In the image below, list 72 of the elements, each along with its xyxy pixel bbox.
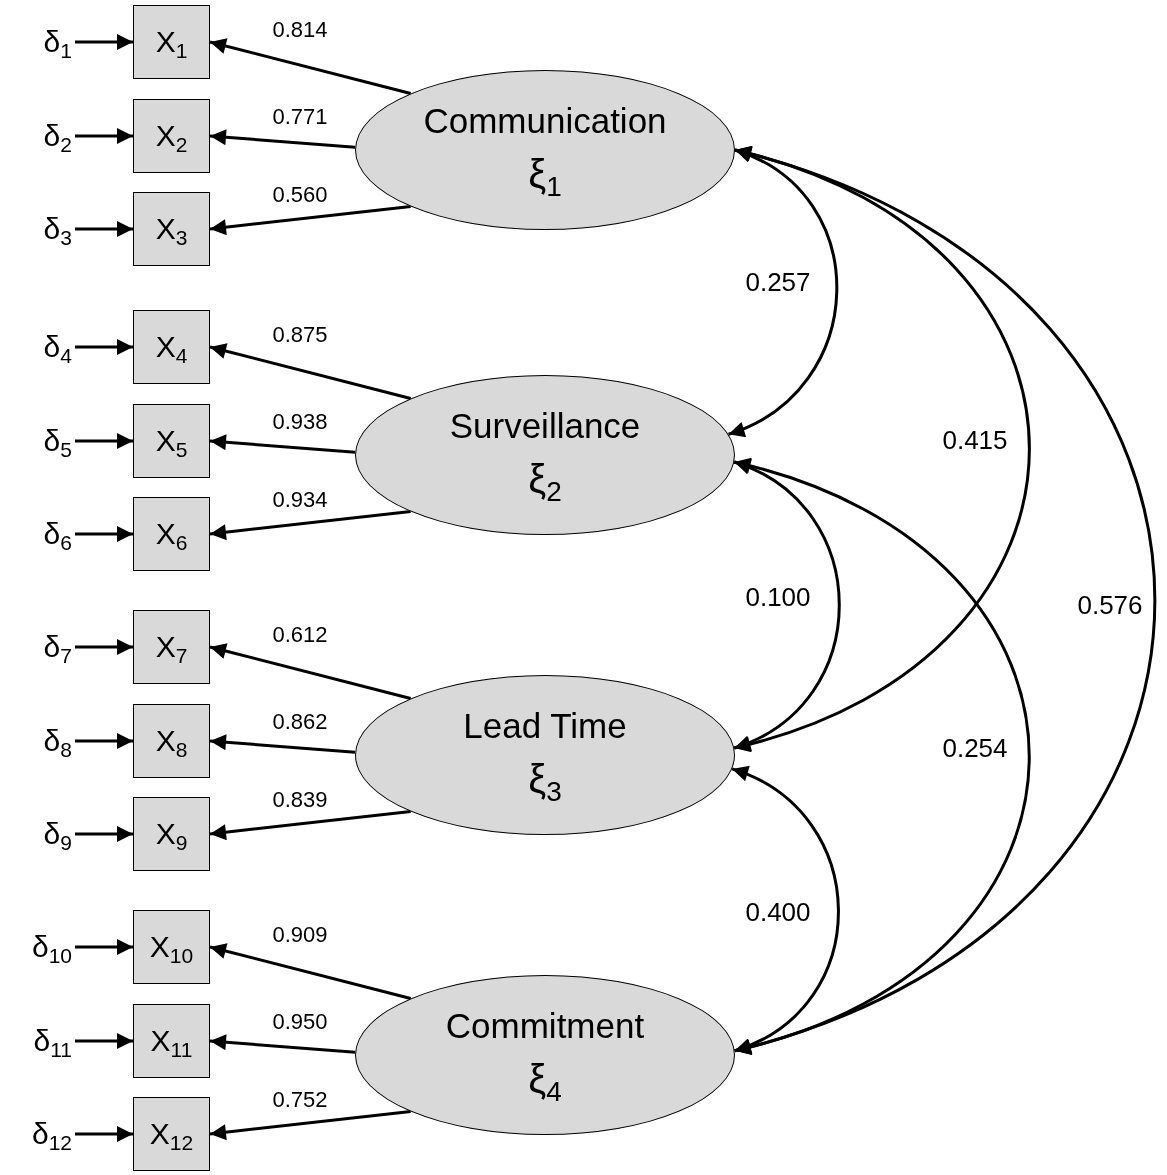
arrow <box>75 733 133 749</box>
error-term-label: δ$_{9}$ <box>43 817 72 851</box>
error-term-label: δ$_{10}$ <box>31 930 72 964</box>
error-term-label: δ$_{7}$ <box>43 630 72 664</box>
variable-label: X$_{1}$ <box>155 25 188 59</box>
arrow <box>75 639 133 655</box>
variable-label: X$_{12}$ <box>149 1117 194 1151</box>
observed-variable-box <box>133 1097 210 1171</box>
error-term-label: δ$_{3}$ <box>43 212 72 246</box>
variable-label: X$_{7}$ <box>155 630 188 664</box>
variable-label: X$_{4}$ <box>155 330 188 364</box>
variable-label: Commitment <box>445 1006 645 1046</box>
variable-label: X$_{10}$ <box>149 930 194 964</box>
error-term-label: δ$_{5}$ <box>43 424 72 458</box>
error-term-label: δ$_{12}$ <box>31 1117 72 1151</box>
observed-variable-box <box>133 404 210 478</box>
variable-symbol: ξ$_{4}$ <box>528 1056 562 1104</box>
observed-variable-box <box>133 5 210 79</box>
variable-label: Lead Time <box>463 706 627 746</box>
arrow <box>75 826 133 842</box>
arrow <box>209 810 411 841</box>
arrow <box>209 734 356 754</box>
variable-label: X$_{5}$ <box>155 424 188 458</box>
arrow <box>733 459 1031 1054</box>
arrow <box>75 526 133 542</box>
arrow <box>75 1126 133 1142</box>
arrow <box>209 643 411 700</box>
variable-label: X$_{3}$ <box>155 212 188 246</box>
arrow <box>209 38 411 95</box>
arrow <box>75 128 133 144</box>
arrow <box>75 939 133 955</box>
variable-label: X$_{6}$ <box>155 517 188 551</box>
observed-variable-box <box>133 192 210 266</box>
observed-variable-box <box>133 1004 210 1078</box>
arrow <box>209 343 411 400</box>
arrow <box>209 205 411 236</box>
error-term-label: δ$_{11}$ <box>33 1024 72 1058</box>
arrow <box>209 510 411 541</box>
variable-label: Communication <box>423 101 667 141</box>
arrow <box>75 34 133 50</box>
arrow <box>727 148 839 436</box>
arrow <box>731 767 840 1053</box>
error-term-label: δ$_{6}$ <box>43 517 72 551</box>
variable-symbol: ξ$_{2}$ <box>528 456 562 504</box>
observed-variable-box <box>133 797 210 871</box>
arrow <box>209 434 356 454</box>
error-term-label: δ$_{1}$ <box>43 25 72 59</box>
arrow <box>75 221 133 237</box>
error-term-label: δ$_{4}$ <box>43 330 72 364</box>
arrow <box>75 433 133 449</box>
variable-label: X$_{8}$ <box>155 724 188 758</box>
variable-symbol: ξ$_{3}$ <box>528 756 562 804</box>
observed-variable-box <box>133 497 210 571</box>
error-term-label: δ$_{8}$ <box>43 724 72 758</box>
observed-variable-box <box>133 610 210 684</box>
variable-symbol: ξ$_{1}$ <box>528 151 562 199</box>
error-term-label: δ$_{2}$ <box>43 119 72 153</box>
arrow <box>209 129 356 149</box>
variable-label: X$_{2}$ <box>155 119 188 153</box>
variable-label: Surveillance <box>449 406 641 446</box>
arrow <box>75 1033 133 1049</box>
variable-label: X$_{11}$ <box>150 1024 193 1058</box>
arrow <box>209 943 411 1000</box>
observed-variable-box <box>133 910 210 984</box>
arrow <box>75 339 133 355</box>
observed-variable-box <box>133 310 210 384</box>
arrow <box>209 1110 411 1141</box>
observed-variable-box <box>133 704 210 778</box>
observed-variable-box <box>133 99 210 173</box>
arrow <box>209 1034 356 1054</box>
arrow <box>733 460 841 750</box>
variable-label: X$_{9}$ <box>155 817 188 851</box>
